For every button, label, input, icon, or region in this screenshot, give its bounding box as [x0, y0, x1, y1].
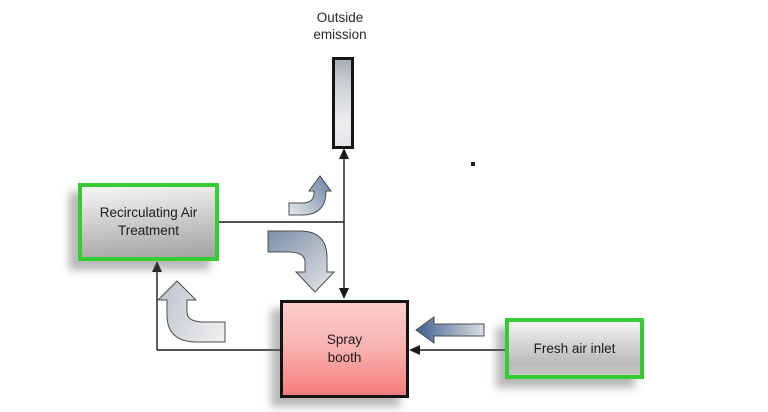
- left-block-arrow-fresh-air-icon: [415, 316, 485, 344]
- curved-down-block-arrow-to-booth-icon: [267, 230, 336, 293]
- recirculating-air-treatment-label: Recirculating Air Treatment: [99, 205, 198, 238]
- up-arrowhead-into-treatment-icon: [152, 261, 162, 272]
- curved-up-block-arrow-to-emission-icon: [288, 175, 332, 216]
- fresh-air-inlet-box: Fresh air inlet: [505, 318, 644, 379]
- fresh-air-inlet-label: Fresh air inlet: [533, 340, 616, 356]
- down-arrowhead-into-booth-icon: [339, 288, 349, 299]
- emission-stack-shape: [332, 57, 354, 149]
- left-arrowhead-into-booth-icon: [409, 345, 420, 355]
- curved-up-block-arrow-to-treatment-icon: [156, 280, 226, 343]
- spray-booth-box: Spray booth: [280, 300, 409, 398]
- up-arrowhead-into-stack-icon: [339, 148, 349, 159]
- spray-booth-label: Spray booth: [326, 332, 363, 365]
- outside-emission-label: Outside emission: [313, 10, 367, 42]
- recirculating-air-treatment-box: Recirculating Air Treatment: [78, 183, 219, 261]
- stray-dot-mark: [471, 162, 475, 166]
